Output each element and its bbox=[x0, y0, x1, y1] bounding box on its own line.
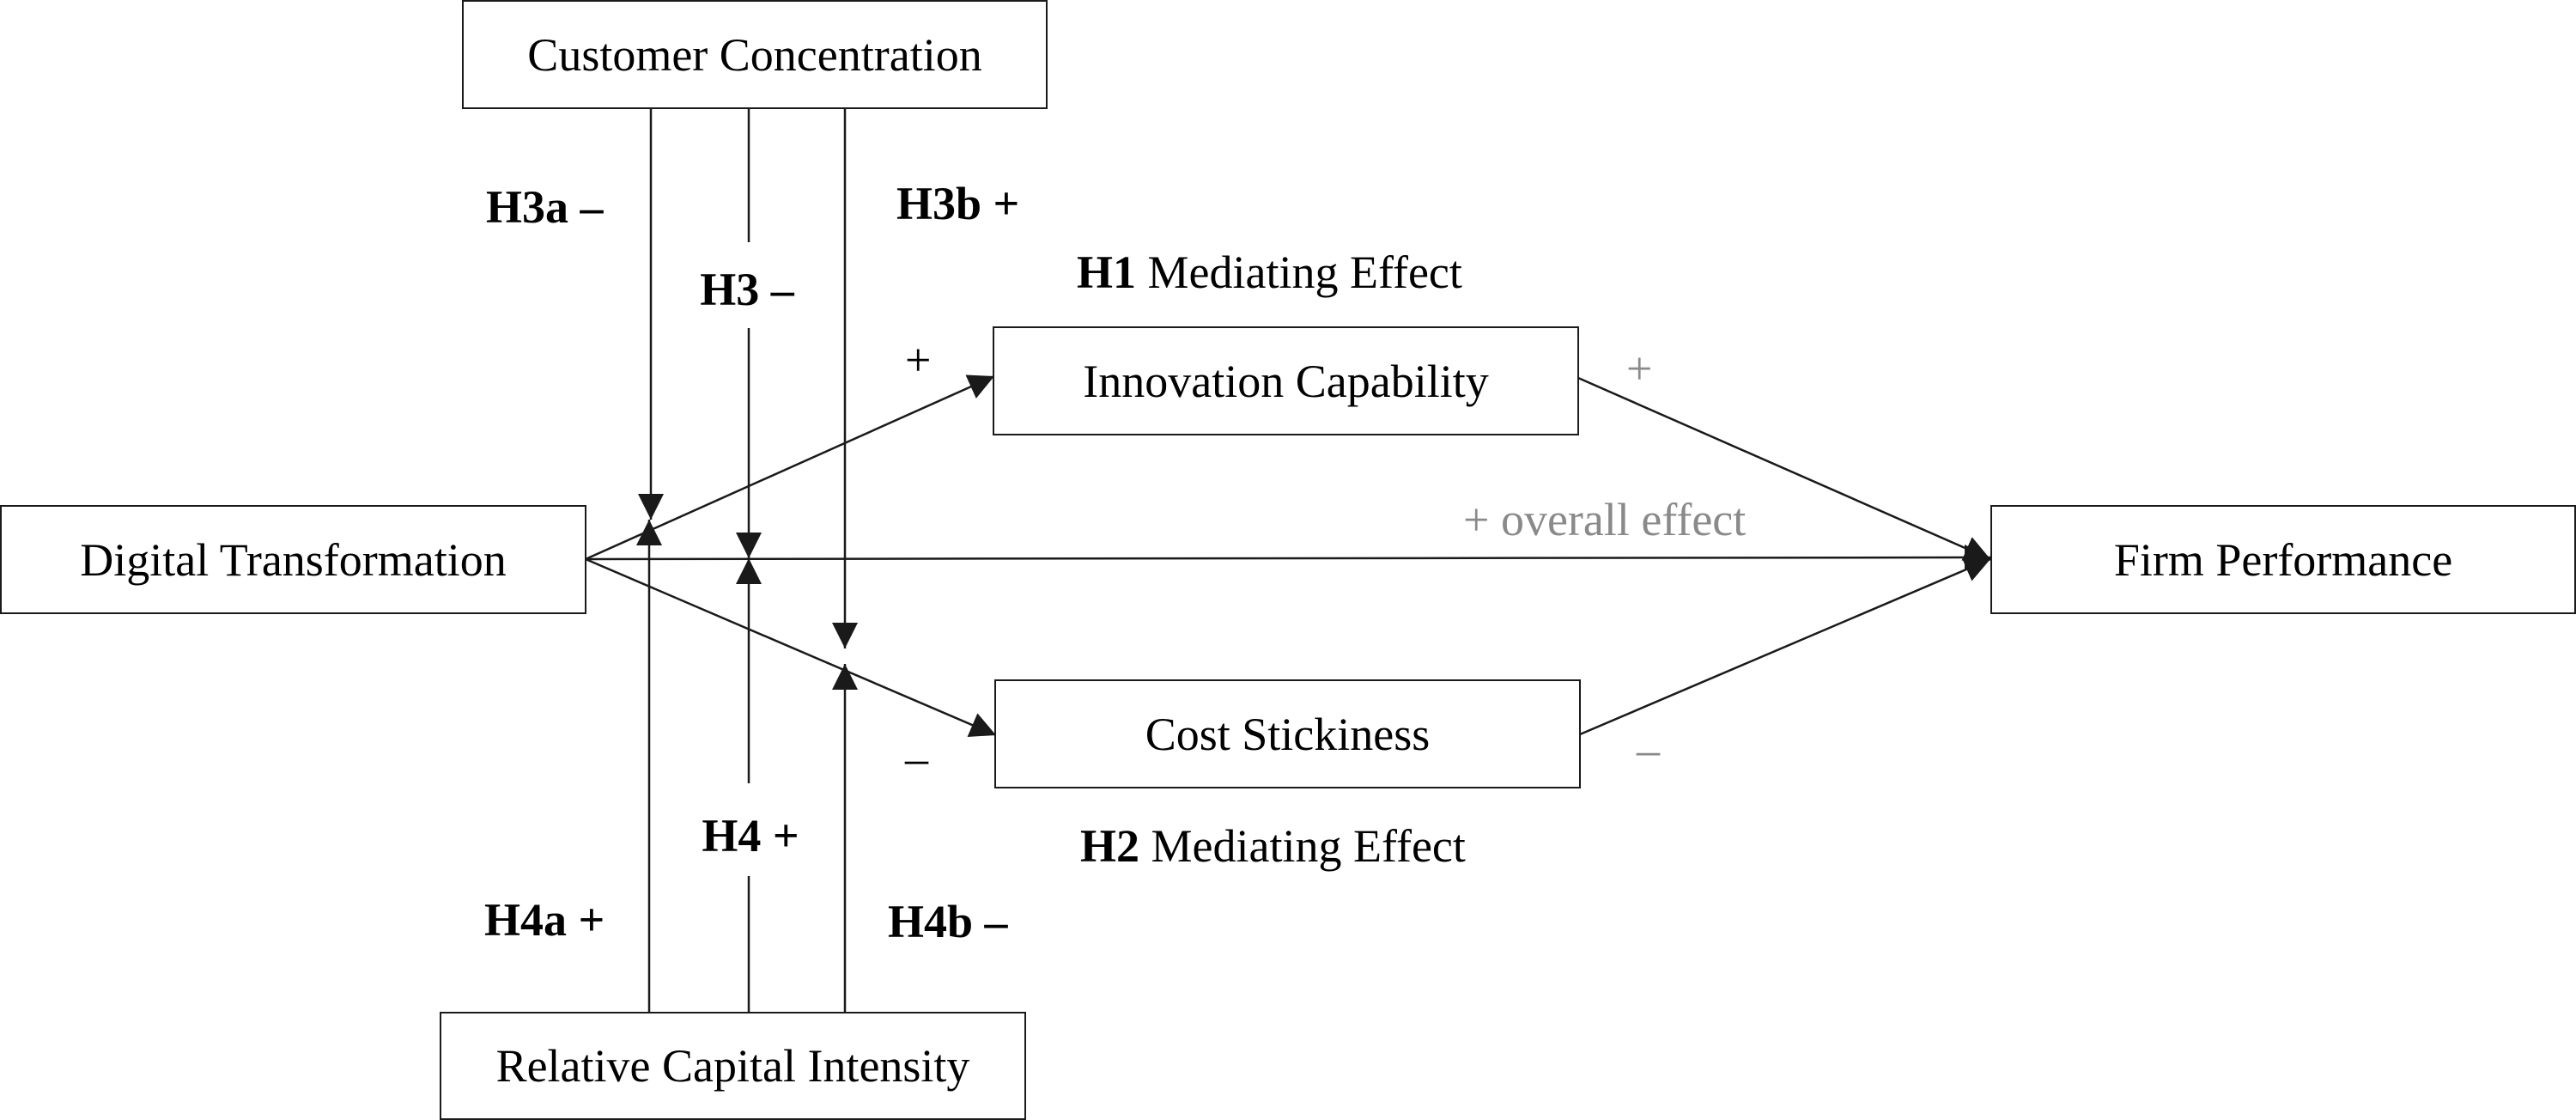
node-digital-transformation-label: Digital Transformation bbox=[80, 533, 507, 586]
node-customer-concentration: Customer Concentration bbox=[462, 0, 1048, 109]
node-cost-stickiness-label: Cost Stickiness bbox=[1145, 708, 1431, 760]
hypothesis-h4-label: H4 + bbox=[702, 810, 799, 861]
h2-text: Mediating Effect bbox=[1151, 820, 1466, 872]
node-firm-performance-label: Firm Performance bbox=[2113, 533, 2453, 586]
arrow-dt-to-cost-stickiness bbox=[585, 557, 997, 737]
node-cost-stickiness: Cost Stickiness bbox=[994, 679, 1581, 788]
node-innovation-capability: Innovation Capability bbox=[993, 326, 1579, 435]
node-relative-capital-intensity: Relative Capital Intensity bbox=[440, 1012, 1026, 1120]
h1-mediating-effect-label: H1 Mediating Effect bbox=[1077, 249, 1462, 295]
arrow-dt-to-innovation bbox=[585, 374, 995, 561]
node-firm-performance: Firm Performance bbox=[1990, 505, 2576, 614]
sign-dt-to-cost-stickiness: – bbox=[905, 733, 928, 784]
hypothesis-h4b-label: H4b – bbox=[888, 896, 1008, 947]
hypothesis-h3b-label: H3b + bbox=[896, 178, 1020, 229]
h2-tag: H2 bbox=[1080, 820, 1140, 872]
arrow-dt-to-firm-performance bbox=[585, 545, 1991, 571]
arrow-cost-stickiness-to-firm-performance bbox=[1579, 557, 1991, 736]
arrow-innovation-to-firm-performance bbox=[1577, 376, 1991, 561]
sign-cost-stickiness-to-firm-performance: – bbox=[1637, 724, 1660, 776]
hypothesis-h4a-label: H4a + bbox=[484, 894, 605, 946]
node-relative-capital-intensity-label: Relative Capital Intensity bbox=[495, 1040, 970, 1092]
h2-mediating-effect-label: H2 Mediating Effect bbox=[1080, 823, 1466, 869]
sign-dt-to-innovation: + bbox=[905, 334, 932, 386]
hypothesis-h3-label: H3 – bbox=[700, 264, 794, 315]
sign-innovation-to-firm-performance: + bbox=[1626, 343, 1653, 394]
node-digital-transformation: Digital Transformation bbox=[0, 505, 586, 614]
h1-text: Mediating Effect bbox=[1147, 247, 1462, 298]
hypothesis-h3a-label: H3a – bbox=[486, 181, 604, 233]
h1-tag: H1 bbox=[1077, 247, 1137, 298]
node-customer-concentration-label: Customer Concentration bbox=[527, 28, 982, 81]
overall-effect-label: + overall effect bbox=[1463, 494, 1747, 545]
node-innovation-capability-label: Innovation Capability bbox=[1083, 355, 1489, 407]
